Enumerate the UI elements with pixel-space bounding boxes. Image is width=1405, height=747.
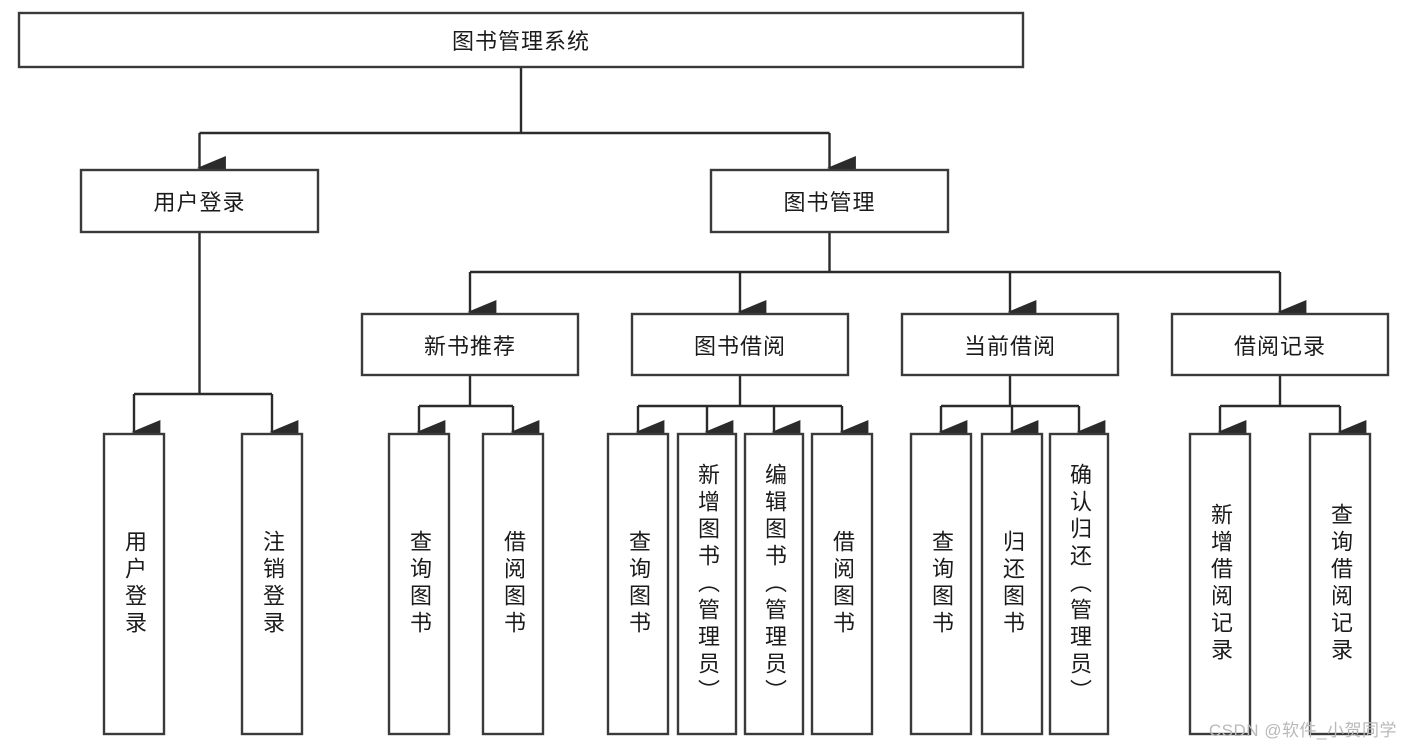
node-leaf-9[interactable] <box>980 432 1044 736</box>
node-leaf-3[interactable] <box>481 432 545 736</box>
node-leaf-6[interactable] <box>743 432 805 736</box>
node-l3-3[interactable] <box>1170 312 1390 377</box>
node-l3-1[interactable] <box>630 312 850 377</box>
node-leaf-1[interactable] <box>240 432 304 736</box>
node-leaf-0[interactable] <box>102 432 166 736</box>
node-l2-1[interactable] <box>709 168 950 234</box>
node-l3-0[interactable] <box>360 312 580 377</box>
node-root-图书管理系统[interactable] <box>17 11 1025 69</box>
node-l3-2[interactable] <box>900 312 1120 377</box>
node-leaf-4[interactable] <box>606 432 670 736</box>
node-l2-0[interactable] <box>79 168 320 234</box>
node-leaf-2[interactable] <box>387 432 451 736</box>
node-leaf-11[interactable] <box>1188 432 1252 736</box>
watermark: CSDN @软件_小贺同学 <box>1208 721 1397 740</box>
node-leaf-5[interactable] <box>676 432 738 736</box>
node-leaf-7[interactable] <box>810 432 874 736</box>
node-leaf-10[interactable] <box>1048 432 1110 736</box>
connectors-layer <box>131 67 1367 444</box>
node-leaf-8[interactable] <box>909 432 973 736</box>
boxes-layer <box>17 11 1390 736</box>
node-leaf-12[interactable] <box>1308 432 1372 736</box>
